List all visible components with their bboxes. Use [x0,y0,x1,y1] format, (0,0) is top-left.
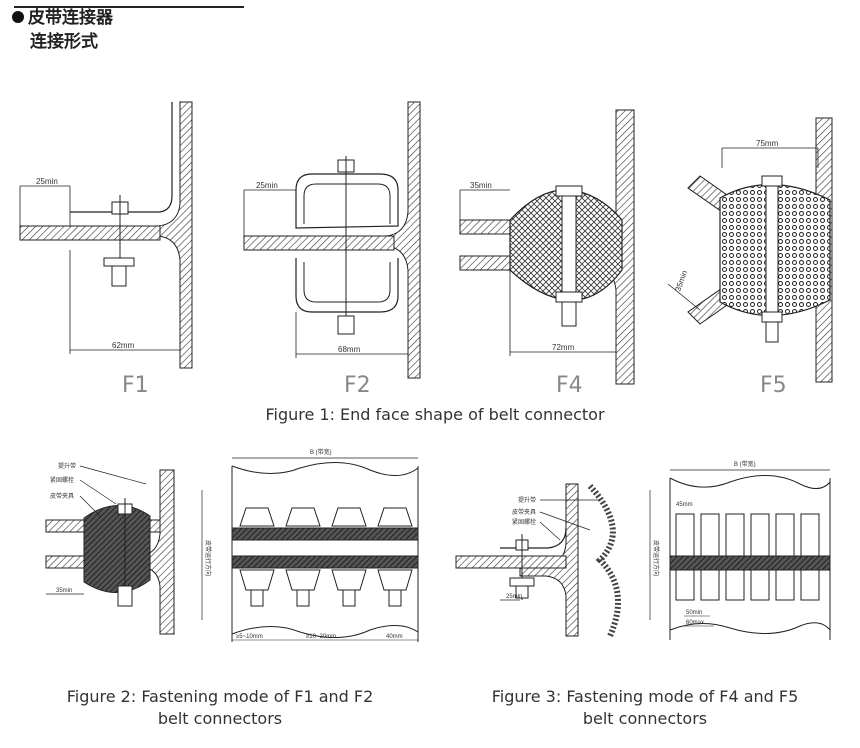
f4-label: F4 [556,373,583,398]
figure2-caption-line2: belt connectors [157,709,283,728]
f2-dim-bottom: 68mm [338,345,361,354]
f2-dim-top: 25min [256,181,278,190]
bullet-icon [12,11,24,23]
panel-f5: 75mm 35min F5 [667,117,833,398]
fig3-direction: 皮带运行方向 [652,540,660,576]
fig2-label-fastening-bolt: 紧固螺栓 [50,476,74,484]
panel-f2: 25min 68mm F2 [243,101,421,398]
f1-label: F1 [122,373,149,398]
figure3-caption-line1: Figure 3: Fastening mode of F4 and F5 [491,687,799,706]
fig3-dim-top: 45mm [676,502,693,508]
fig3-width-label: B (带宽) [734,460,756,468]
f1-dim-top: 25min [36,177,58,186]
figure3-front-view: B (带宽) 皮带运行方向 45mm 50min 60max [649,460,831,640]
page-subtitle: 连接形式 [30,32,98,52]
figure3-caption-line2: belt connectors [582,709,708,728]
fig2-direction: 皮带运行方向 [204,540,212,576]
figure2-side-view: 提升带 紧固螺栓 皮带夹具 35min [45,462,175,635]
fig3-dim-left: 25min [506,594,522,600]
page-title: 皮带连接器 [12,8,113,29]
f5-label: F5 [760,373,787,398]
panel-f1: 25min 62mm F1 [19,101,193,398]
figure2-front-view: B (带宽) 皮带运行方向 ≥5~10mm ≥10~20mm 40mm [201,448,419,642]
fig2-dim-b: ≥10~20mm [306,634,336,640]
f5-dim-top: 75mm [756,139,779,148]
f4-dim-top: 35min [470,181,492,190]
fig2-dim-c: 40mm [386,634,403,640]
f2-label: F2 [344,373,371,398]
header-rule [14,6,244,8]
fig3-label-lift-belt: 提升带 [518,496,536,504]
fig2-label-lift-belt: 提升带 [58,462,76,470]
fig2-dim-a: ≥5~10mm [236,634,263,640]
figure2-caption-line1: Figure 2: Fastening mode of F1 and F2 [66,687,374,706]
figure1-caption: Figure 1: End face shape of belt connect… [265,405,605,424]
figure2-caption: Figure 2: Fastening mode of F1 and F2 be… [40,686,400,730]
f5-dim-side: 35min [673,269,689,293]
fig3-dim-max: 60max [686,620,704,626]
f4-dim-bottom: 72mm [552,343,575,352]
panel-f4: 35min 72mm F4 [459,109,635,398]
page-title-text: 皮带连接器 [28,8,113,28]
fig3-label-belt-clamp: 皮带夹具 [512,508,536,516]
fig3-dim-min: 50min [686,610,702,616]
fig2-dim-left: 35min [56,588,72,594]
figure3-side-view: 提升带 皮带夹具 紧固螺栓 25min [455,483,621,638]
fig2-label-belt-clamp: 皮带夹具 [50,492,74,500]
f1-dim-bottom: 62mm [112,341,135,350]
fig3-label-fastening-bolt: 紧固螺栓 [512,518,536,526]
fig2-width-label: B (带宽) [310,448,332,456]
figure3-caption: Figure 3: Fastening mode of F4 and F5 be… [460,686,830,730]
